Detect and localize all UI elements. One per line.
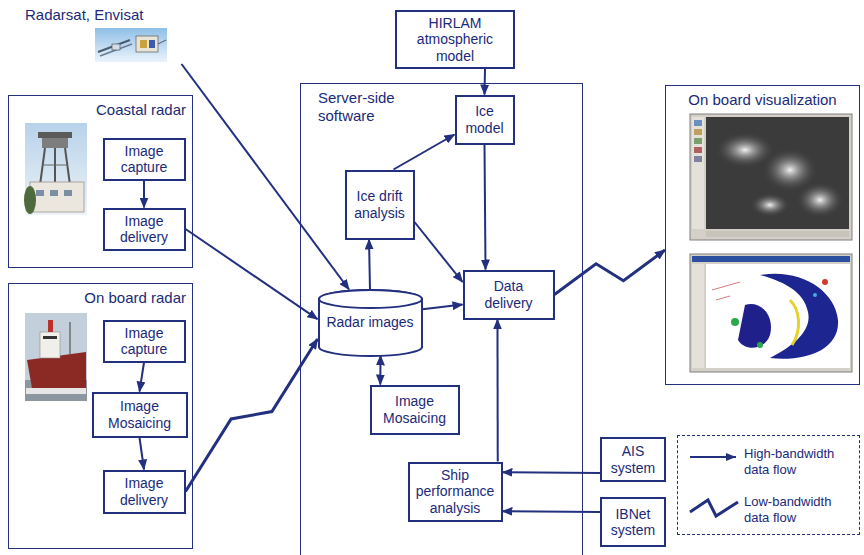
- legend-sample: [690, 500, 738, 516]
- radar-screenshot: [690, 114, 852, 240]
- legend-text: Low-bandwidth data flow: [744, 494, 854, 525]
- data-flow-arrow: [415, 222, 463, 282]
- box-label: Image Mosaicing: [376, 393, 454, 425]
- box-label: Image Mosaicing: [98, 398, 182, 430]
- system-group: Server-side software Ice modelIce drift a…: [300, 83, 583, 555]
- process-box: IBNet system: [600, 497, 666, 547]
- process-box: Image delivery: [103, 208, 186, 251]
- low-bandwidth-flow: [555, 250, 666, 295]
- process-box: Ice drift analysis: [345, 170, 415, 240]
- ship-photo: [25, 313, 87, 401]
- box-label: Data delivery: [469, 278, 549, 310]
- coastal-radar-photo: [24, 123, 87, 215]
- data-flow-arrow: [186, 229, 318, 319]
- system-group: On board visualization: [665, 85, 860, 385]
- process-box: Ship performance analysis: [408, 462, 503, 522]
- legend-box: High-bandwidth data flowLow-bandwidth da…: [677, 435, 860, 535]
- process-box: Data delivery: [463, 270, 555, 320]
- process-box: Ice model: [455, 95, 515, 145]
- process-box: Image capture: [103, 138, 186, 181]
- data-flow-arrow: [503, 471, 601, 474]
- box-label: Image delivery: [109, 213, 180, 245]
- data-flow-arrow: [485, 145, 486, 270]
- low-bandwidth-flow: [186, 339, 318, 492]
- box-label: Image capture: [109, 143, 180, 175]
- box-label: HIRLAM atmospheric model: [401, 15, 509, 63]
- database-cylinder: Radar images: [318, 290, 423, 356]
- box-label: IBNet system: [606, 506, 660, 538]
- data-flow-arrow: [369, 240, 370, 290]
- data-flow-arrow: [496, 320, 498, 462]
- process-box: Image Mosaicing: [370, 385, 460, 435]
- box-label: AIS system: [606, 443, 660, 475]
- process-box: HIRLAM atmospheric model: [395, 10, 515, 69]
- legend-sample: [690, 456, 736, 458]
- data-flow-arrow: [140, 363, 145, 392]
- process-box: Image delivery: [103, 470, 186, 514]
- box-label: Image delivery: [109, 475, 180, 507]
- data-flow-arrow: [143, 181, 145, 208]
- box-label: Ship performance analysis: [414, 467, 497, 515]
- group-title: Coastal radar: [96, 101, 186, 119]
- box-label: Ice model: [461, 103, 509, 135]
- box-label: Ice drift analysis: [351, 188, 409, 220]
- box-label: Image capture: [109, 325, 180, 357]
- group-title: On board visualization: [666, 91, 859, 109]
- group-title: On board radar: [84, 289, 186, 307]
- source-title: Radarsat, Envisat: [25, 6, 143, 24]
- group-title: Server-side software: [318, 89, 418, 125]
- system-group: On board radarImage captureImage Mosaici…: [8, 283, 193, 549]
- legend-text: High-bandwidth data flow: [744, 446, 854, 477]
- data-flow-arrow: [394, 135, 455, 170]
- satellite-picture: [95, 28, 167, 62]
- data-flow-arrow: [484, 69, 487, 95]
- data-flow-arrow: [423, 305, 463, 310]
- data-flow-arrow: [140, 438, 145, 470]
- data-flow-arrow: [503, 510, 601, 513]
- process-box: Image capture: [103, 320, 186, 363]
- system-group: Coastal radarImage captureImage delivery: [8, 95, 193, 268]
- ice-map-screenshot: [690, 254, 852, 372]
- data-flow-arrow: [379, 356, 381, 385]
- input-source: Radarsat, Envisat: [20, 2, 190, 64]
- process-box: Image Mosaicing: [92, 392, 188, 438]
- process-box: AIS system: [600, 437, 666, 482]
- store-label: Radar images: [322, 314, 419, 330]
